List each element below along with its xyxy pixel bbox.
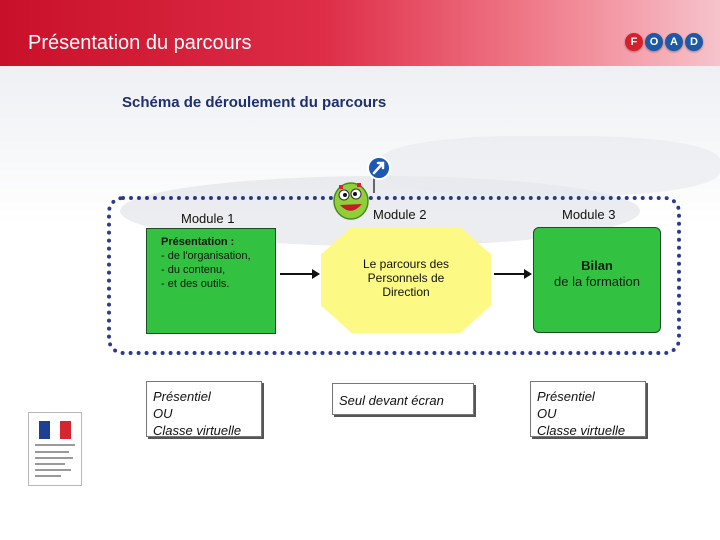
module-1-title: Présentation :: [161, 235, 275, 249]
module-3-label: Module 3: [562, 207, 615, 222]
mode-line: Seul devant écran: [339, 392, 473, 409]
logo-letter-o: O: [645, 33, 663, 51]
foad-logo: F O A D: [623, 33, 703, 51]
module-3-title: Bilan: [533, 258, 661, 274]
logo-letter-a: A: [665, 33, 683, 51]
mode-line: Classe virtuelle: [537, 422, 645, 439]
module-2-mode-box: Seul devant écran: [332, 383, 474, 415]
logo-letter-d: D: [685, 33, 703, 51]
module-1-mode-box: Présentiel OU Classe virtuelle: [146, 381, 262, 437]
module-1-box: Présentation : - de l'organisation, - du…: [146, 228, 276, 334]
mode-line: Classe virtuelle: [153, 422, 261, 439]
module-2-text: Le parcours des Personnels de Direction: [321, 257, 491, 299]
mascot-character: [327, 155, 399, 227]
flag-icon: [39, 421, 71, 439]
page-title: Présentation du parcours: [28, 32, 251, 55]
module-3-line: de la formation: [533, 274, 661, 290]
mode-line: OU: [153, 405, 261, 422]
header-banner: Présentation du parcours F O A D: [0, 0, 720, 66]
mode-line: OU: [537, 405, 645, 422]
module-3-mode-box: Présentiel OU Classe virtuelle: [530, 381, 646, 437]
arrow-sign-icon: [368, 157, 390, 193]
background-shape: [380, 136, 720, 196]
arrow-module-2-to-3: [494, 273, 530, 275]
module-1-line: - du contenu,: [161, 263, 275, 277]
ministry-logo: [28, 412, 82, 486]
module-2-line: Direction: [321, 285, 491, 299]
arrow-module-1-to-2: [280, 273, 318, 275]
module-2-line: Le parcours des: [321, 257, 491, 271]
module-1-label: Module 1: [181, 211, 234, 226]
logo-letter-f: F: [625, 33, 643, 51]
mode-line: Présentiel: [537, 388, 645, 405]
module-3-text: Bilan de la formation: [533, 258, 661, 290]
mascot-body-icon: [334, 183, 368, 219]
module-1-line: - et des outils.: [161, 277, 275, 291]
diagram-subtitle: Schéma de déroulement du parcours: [122, 94, 386, 111]
module-1-line: - de l'organisation,: [161, 249, 275, 263]
mode-line: Présentiel: [153, 388, 261, 405]
module-2-line: Personnels de: [321, 271, 491, 285]
